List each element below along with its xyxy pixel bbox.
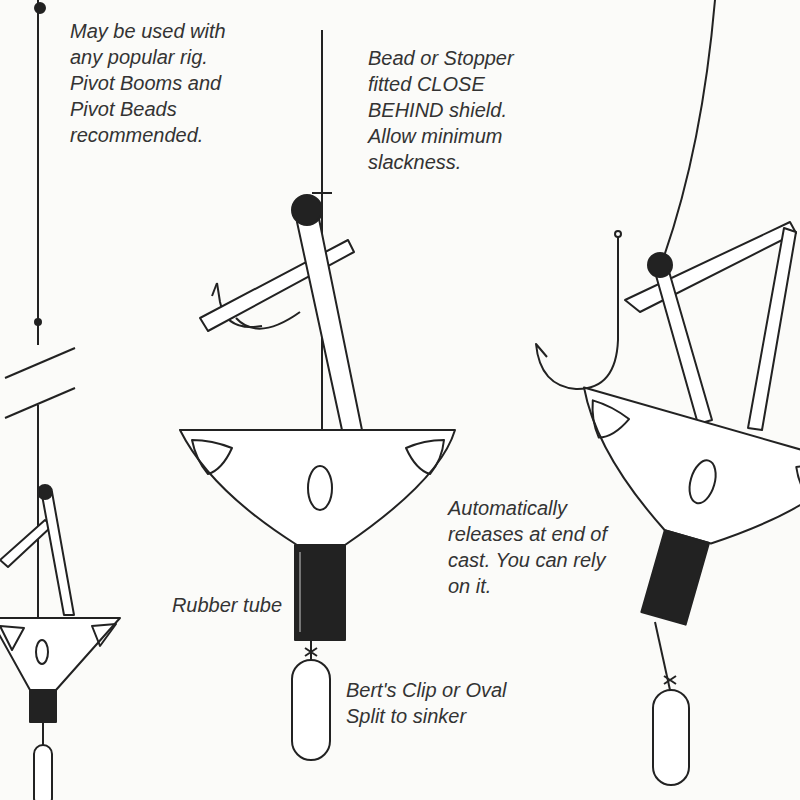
shield-window	[308, 466, 332, 510]
line	[655, 622, 670, 690]
callout-note: May be used with any popular rig. Pivot …	[70, 18, 248, 148]
shield-arm	[0, 520, 52, 567]
shield-arm-edge	[236, 312, 300, 329]
tilted-shield	[529, 387, 800, 655]
tube-highlight	[299, 552, 301, 632]
rubber-tube	[295, 545, 345, 640]
knot	[35, 319, 41, 325]
stopper-bead	[648, 253, 672, 277]
rubber-tube	[641, 530, 709, 624]
line	[310, 640, 312, 660]
shield-arm	[42, 492, 74, 615]
shield-window	[192, 440, 232, 474]
shield-window	[0, 626, 24, 650]
clip-knot	[305, 648, 317, 656]
sinker-clip	[653, 690, 689, 785]
shield-window	[583, 400, 631, 444]
callout-note: Rubber tube	[120, 592, 282, 618]
line	[37, 0, 39, 345]
line	[37, 405, 39, 618]
right-rig	[529, 0, 800, 785]
shield-cone	[180, 430, 455, 545]
callout-note: Automatically releases at end of cast. Y…	[448, 495, 613, 599]
shield-arm	[297, 214, 362, 430]
line	[662, 0, 715, 262]
clip-knot	[664, 676, 676, 684]
sinker-clip	[292, 660, 330, 760]
shield-window	[36, 640, 48, 664]
bead	[38, 485, 52, 499]
stopper-bead	[35, 3, 45, 13]
callout-note: Bert's Clip or Oval Split to sinker	[346, 677, 521, 729]
shield-window	[92, 624, 116, 646]
break-mark	[5, 388, 75, 418]
shield-cone	[0, 618, 120, 690]
shield-window	[406, 440, 444, 474]
hook-eye	[615, 231, 621, 237]
shield-arm	[655, 268, 712, 424]
line	[42, 722, 44, 745]
shield-window	[685, 457, 720, 506]
shield-window	[789, 459, 800, 502]
callout-note: Bead or Stopper fitted CLOSE BEHIND shie…	[368, 45, 558, 175]
stopper	[312, 192, 332, 194]
stopper-bead	[292, 195, 322, 225]
hook	[536, 236, 618, 389]
sinker-clip	[34, 745, 52, 800]
break-mark	[5, 348, 75, 378]
shield-arm	[748, 228, 796, 430]
rubber-tube	[30, 690, 56, 722]
hook-barb	[212, 283, 217, 296]
